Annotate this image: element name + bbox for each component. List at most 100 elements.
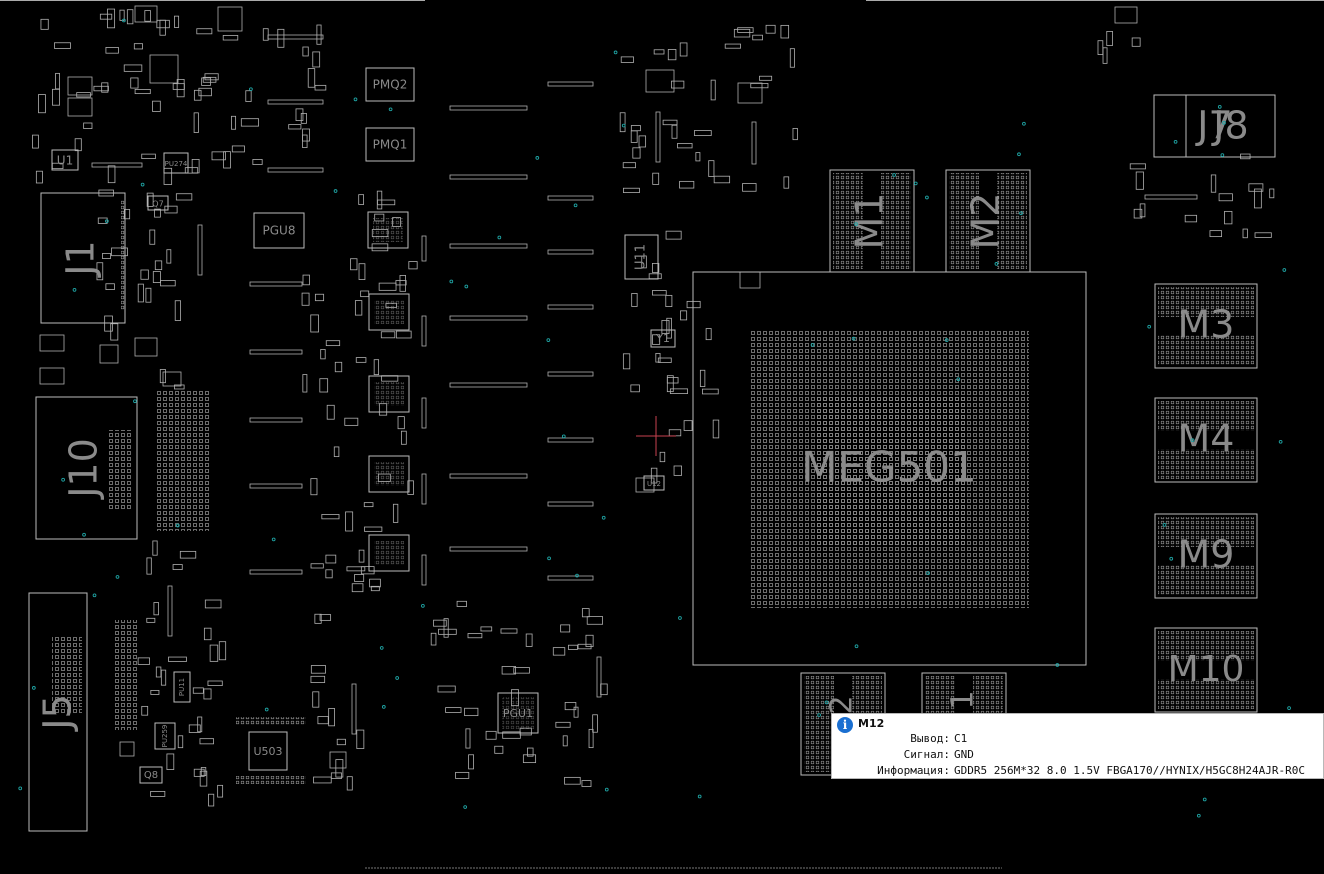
smd-part — [141, 705, 149, 716]
chip-u12[interactable]: U12 — [643, 475, 665, 491]
smd-part — [204, 599, 222, 609]
regulator-pad-grid — [374, 382, 404, 406]
smd-part — [107, 165, 116, 184]
smd-part — [351, 683, 357, 735]
via — [421, 604, 425, 608]
smd-part — [153, 602, 159, 616]
smd-part — [334, 361, 343, 373]
smd-part — [39, 334, 65, 352]
smd-part — [449, 105, 528, 111]
smd-part — [310, 665, 326, 674]
smd-part — [671, 124, 678, 139]
smd-part — [203, 627, 212, 641]
via — [1190, 438, 1195, 443]
memory-m3[interactable]: M3 — [1154, 283, 1258, 369]
chip-u503[interactable]: U503 — [236, 717, 306, 784]
smd-part — [356, 729, 365, 749]
via — [1202, 797, 1207, 802]
smd-part — [752, 34, 763, 41]
smd-part — [638, 135, 647, 148]
smd-part — [144, 10, 151, 22]
memory-m1[interactable]: M1 — [829, 169, 915, 273]
smd-part — [371, 243, 389, 252]
label-y1: Y1 — [655, 332, 670, 345]
smd-part — [355, 357, 367, 363]
via — [892, 173, 897, 177]
smd-part — [231, 115, 237, 130]
chip-pgu8[interactable]: PGU8 — [253, 212, 305, 249]
chip-pu11[interactable]: PU11 — [173, 671, 191, 703]
smd-part — [555, 721, 571, 728]
smd-part — [395, 330, 412, 339]
smd-part — [99, 13, 113, 20]
smd-part — [737, 82, 763, 104]
smd-part — [168, 656, 187, 662]
via — [925, 195, 929, 200]
memory-m4[interactable]: M4 — [1154, 397, 1258, 483]
smd-part — [123, 64, 143, 72]
chip-q7[interactable]: Q7 — [147, 195, 169, 211]
tooltip-row-pin: Вывод:C1 — [832, 732, 967, 745]
connector-j5[interactable]: J5 — [28, 592, 88, 832]
chip-pmq1[interactable]: PMQ1 — [365, 127, 415, 162]
chip-pu274[interactable]: PU274 — [163, 152, 189, 174]
regulator-chip — [368, 375, 410, 413]
smd-part — [193, 768, 205, 777]
smd-part — [110, 323, 119, 341]
smd-part — [99, 344, 119, 364]
label-j8: J8 — [1211, 104, 1248, 148]
chip-u11[interactable]: U11 — [624, 234, 659, 280]
smd-part — [319, 614, 332, 621]
memory-m2[interactable]: M2 — [945, 169, 1031, 273]
via — [1017, 152, 1021, 157]
smd-part — [38, 94, 46, 114]
smd-part — [74, 138, 82, 152]
smd-part — [501, 666, 516, 675]
via — [1022, 121, 1026, 126]
gpu-meg501[interactable]: MEG501 — [692, 271, 1087, 666]
vias — [18, 18, 1291, 818]
chip-pgu1[interactable]: PGU1 — [497, 692, 539, 734]
smd-part — [695, 152, 701, 162]
via — [249, 87, 253, 92]
memory-m10[interactable]: M10 — [1154, 627, 1258, 713]
smd-part — [231, 145, 245, 153]
crystal-y1[interactable]: Y1 — [650, 329, 676, 348]
smd-part — [1102, 47, 1108, 64]
smd-part — [199, 770, 208, 787]
regulator-pad-grid — [374, 541, 404, 565]
connector-j1[interactable]: J1 — [40, 192, 126, 324]
smd-part — [1129, 163, 1146, 170]
label-pu259: PU259 — [161, 725, 169, 748]
chip-pu259[interactable]: PU259 — [154, 722, 176, 750]
connector-j7-j8[interactable]: J7 J8 — [1153, 94, 1276, 158]
smd-part — [677, 143, 693, 149]
chip-u1[interactable]: U1 — [51, 149, 79, 171]
smd-part — [134, 5, 158, 23]
label-pu11: PU11 — [178, 678, 186, 696]
smd-part — [146, 192, 154, 207]
connector-j10[interactable]: J10 — [35, 396, 138, 540]
chip-q8[interactable]: Q8 — [139, 766, 163, 784]
via — [333, 189, 338, 193]
smd-part — [267, 99, 324, 105]
smd-part — [468, 754, 474, 770]
smd-part — [172, 564, 183, 570]
smd-part — [102, 253, 111, 259]
smd-part — [1240, 153, 1251, 160]
chip-pmq2[interactable]: PMQ2 — [365, 67, 415, 102]
smd-part — [1269, 188, 1275, 199]
smd-part — [330, 772, 342, 779]
smd-part — [547, 437, 594, 443]
smd-part — [467, 633, 483, 639]
via — [1287, 706, 1291, 710]
memory-m9[interactable]: M9 — [1154, 513, 1258, 599]
smd-part — [547, 81, 594, 87]
smd-part — [126, 9, 134, 25]
smd-part — [659, 451, 666, 463]
via — [535, 156, 540, 160]
smd-part — [445, 707, 462, 713]
smd-part — [369, 578, 381, 588]
smd-part — [619, 112, 626, 133]
smd-part — [641, 255, 647, 269]
